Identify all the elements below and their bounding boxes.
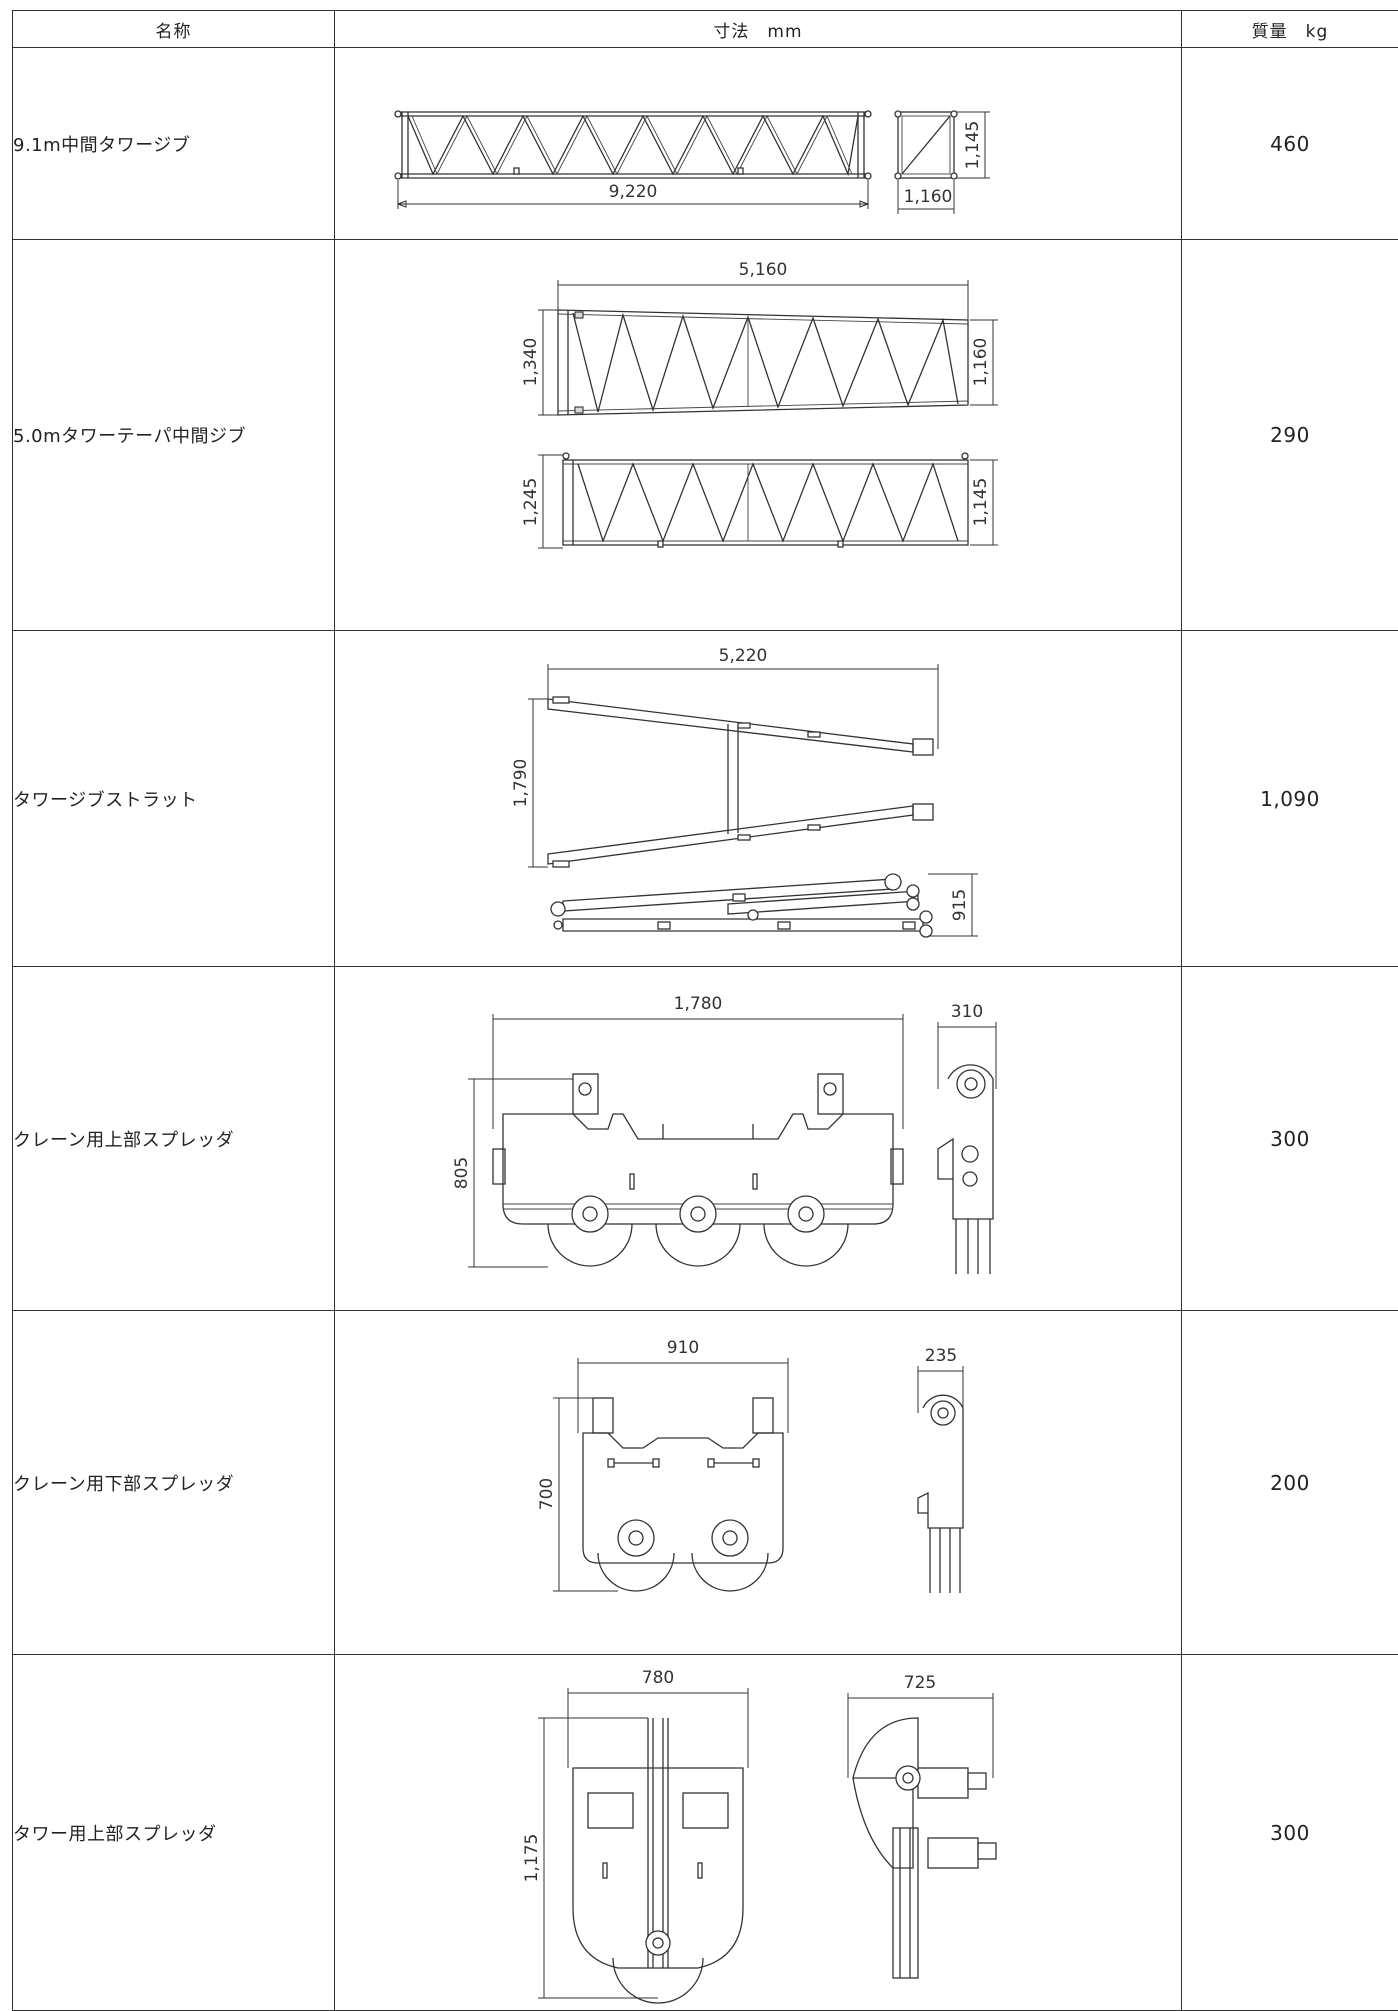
row-mass: 290	[1182, 240, 1398, 631]
table-row: クレーン用下部スプレッダ 910	[13, 1311, 1398, 1655]
crane-upper-spreader-drawing: 1,780	[408, 979, 1108, 1299]
drawing-cell: 780 1,175	[335, 1655, 1182, 2011]
dim-height: 1,175	[522, 1833, 542, 1882]
crane-lower-spreader-drawing: 910	[458, 1323, 1058, 1643]
dim-width: 235	[925, 1346, 957, 1366]
header-name: 名称	[13, 11, 335, 48]
dim-width: 1,160	[904, 187, 953, 207]
dim-width-front: 780	[642, 1668, 674, 1688]
table-row: タワージブストラット 5,220	[13, 631, 1398, 967]
row-name: 5.0mタワーテーパ中間ジブ	[13, 240, 335, 631]
spec-table: 名称 寸法 mm 質量 kg 9.1m中間タワージブ	[12, 10, 1398, 2011]
tower-upper-spreader-drawing: 780 1,175	[448, 1658, 1068, 2008]
drawing-cell: 9,220 1,160 1,145	[335, 48, 1182, 240]
dim-length: 5,160	[739, 260, 788, 280]
dim-h-left-top: 1,340	[521, 338, 541, 387]
tower-jib-drawing: 9,220 1,160 1,145	[378, 64, 1138, 224]
table-row: クレーン用上部スプレッダ 1,780	[13, 967, 1398, 1311]
row-name: タワージブストラット	[13, 631, 335, 967]
drawing-cell: 910	[335, 1311, 1182, 1655]
row-mass: 200	[1182, 1311, 1398, 1655]
row-name: 9.1m中間タワージブ	[13, 48, 335, 240]
table-row: 9.1m中間タワージブ	[13, 48, 1398, 240]
dim-length: 910	[667, 1338, 699, 1358]
dim-h-right-top: 1,160	[971, 338, 991, 387]
row-name: クレーン用上部スプレッダ	[13, 967, 335, 1311]
dim-height: 700	[537, 1477, 557, 1509]
dim-height: 805	[452, 1156, 472, 1188]
table-row: タワー用上部スプレッダ 780	[13, 1655, 1398, 2011]
dim-h-left-bottom: 1,245	[521, 478, 541, 527]
dim-h-right-bottom: 1,145	[971, 478, 991, 527]
dim-width: 310	[951, 1002, 983, 1022]
dim-length: 5,220	[719, 646, 768, 666]
taper-jib-drawing: 5,160 1,340	[448, 250, 1068, 620]
row-mass: 460	[1182, 48, 1398, 240]
drawing-cell: 5,220	[335, 631, 1182, 967]
row-mass: 300	[1182, 967, 1398, 1311]
dim-folded-height: 915	[950, 888, 970, 920]
dim-length: 1,780	[674, 994, 723, 1014]
header-dimensions: 寸法 mm	[335, 11, 1182, 48]
header-row: 名称 寸法 mm 質量 kg	[13, 11, 1398, 48]
dim-height: 1,790	[511, 758, 531, 807]
dim-height: 1,145	[963, 120, 983, 169]
header-mass: 質量 kg	[1182, 11, 1398, 48]
table-row: 5.0mタワーテーパ中間ジブ 5,160	[13, 240, 1398, 631]
drawing-cell: 5,160 1,340	[335, 240, 1182, 631]
row-name: クレーン用下部スプレッダ	[13, 1311, 335, 1655]
row-name: タワー用上部スプレッダ	[13, 1655, 335, 2011]
drawing-cell: 1,780	[335, 967, 1182, 1311]
row-mass: 300	[1182, 1655, 1398, 2011]
jib-strut-drawing: 5,220	[448, 639, 1068, 959]
row-mass: 1,090	[1182, 631, 1398, 967]
dim-length: 9,220	[609, 182, 658, 202]
dim-width-side: 725	[904, 1673, 936, 1693]
